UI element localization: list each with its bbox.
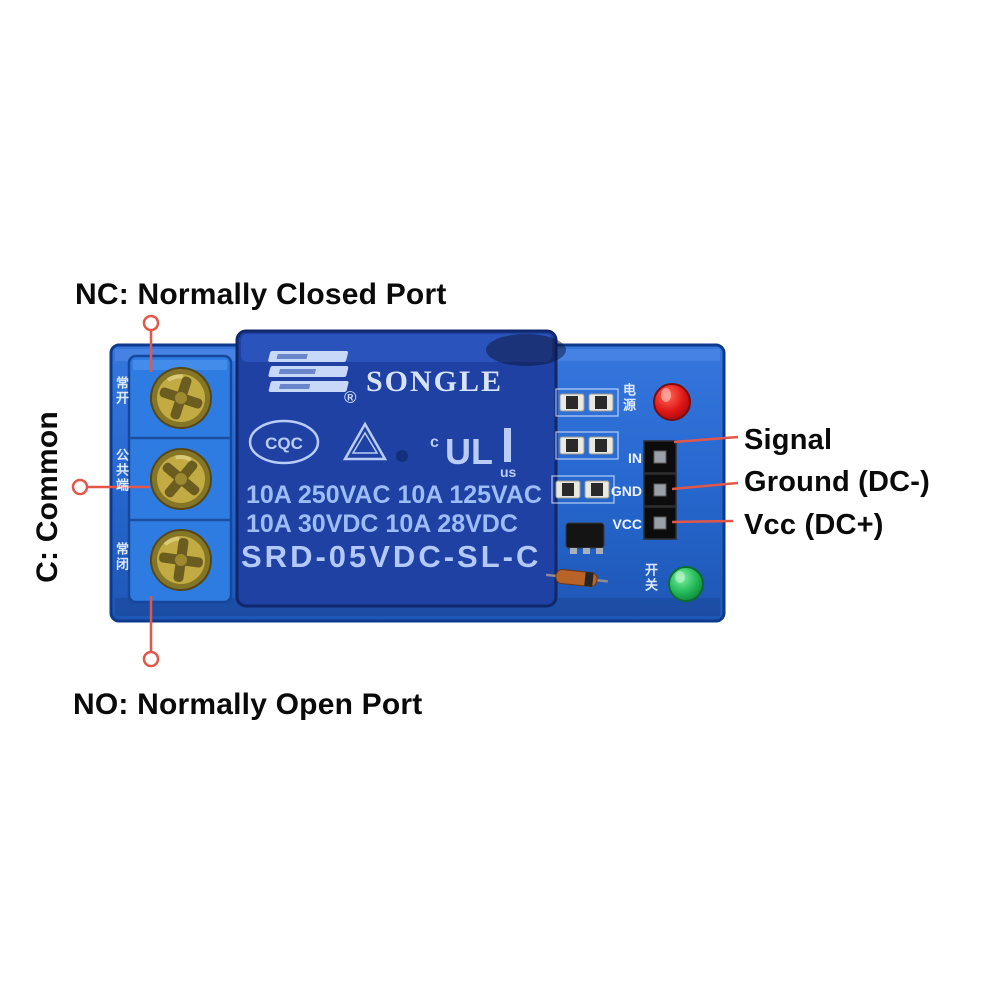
relay-brand: SONGLE: [366, 365, 503, 398]
smd-components: [546, 388, 619, 588]
label-common: C: Common: [31, 411, 64, 583]
pin-vcc: [653, 516, 667, 530]
terminal-screw-common: [150, 448, 212, 510]
diode: [546, 569, 608, 588]
pin-header: [643, 440, 677, 540]
label-signal: Signal: [744, 424, 833, 456]
silkscreen-power-cn: 电源: [621, 383, 636, 413]
silkscreen-terminal-mid-cn: 公共端: [114, 448, 129, 493]
photo-shadow: [486, 334, 566, 366]
smd-resistor: [559, 393, 585, 412]
svg-text:us: us: [500, 464, 517, 480]
status-led-green: [668, 566, 704, 602]
smd-resistor: [584, 480, 610, 499]
relay-model: SRD-05VDC-SL-C: [241, 539, 541, 574]
screw-terminal-block: [127, 354, 233, 604]
power-led-red: [653, 383, 691, 421]
callout-dot-common: [71, 478, 89, 496]
terminal-screw-nc: [150, 367, 212, 429]
smd-resistor: [555, 480, 581, 499]
registered-mark: ®: [344, 388, 357, 407]
terminal-screw-no: [150, 529, 212, 591]
label-vcc: Vcc (DC+): [744, 509, 884, 541]
label-no: NO: Normally Open Port: [73, 688, 423, 721]
cqc-mark: CQC: [248, 419, 320, 465]
smd-resistor: [559, 436, 585, 455]
smd-resistor: [588, 436, 614, 455]
svg-text:CQC: CQC: [265, 434, 303, 453]
silkscreen-pin-in: IN: [628, 450, 642, 466]
pin-ground: [653, 483, 667, 497]
smd-resistor: [588, 393, 614, 412]
ccc-triangle-mark: [342, 421, 388, 461]
relay-pivot-dot: [396, 450, 408, 462]
callout-line-vcc: [671, 519, 734, 524]
svg-text:c: c: [430, 434, 439, 451]
svg-text:UL: UL: [445, 431, 493, 472]
silkscreen-pin-vcc: VCC: [612, 516, 642, 532]
callout-dot-nc: [142, 314, 160, 332]
callout-line-ground: [671, 481, 739, 491]
label-nc: NC: Normally Closed Port: [75, 278, 447, 311]
silkscreen-terminal-bot-cn: 常闭: [114, 542, 129, 572]
silkscreen-terminal-top-cn: 常开: [114, 376, 129, 406]
silkscreen-switch-cn: 开关: [643, 563, 658, 593]
transistor: [565, 522, 605, 554]
pin-signal: [653, 450, 667, 464]
relay-ratings-2: 10A 30VDC 10A 28VDC: [246, 510, 518, 538]
relay-ratings-1: 10A 250VAC 10A 125VAC: [246, 481, 542, 509]
relay-body: ® SONGLE CQC c UL us 10A 250VAC 10A 125V…: [235, 329, 566, 608]
songle-logo-stripes: [268, 351, 349, 392]
callout-dot-no: [142, 650, 160, 668]
label-ground: Ground (DC-): [744, 466, 931, 498]
silkscreen-pin-gnd: GND: [611, 483, 642, 499]
callout-lines: [71, 314, 739, 668]
ul-mark: c UL us: [430, 428, 517, 480]
callout-line-signal: [673, 435, 739, 444]
